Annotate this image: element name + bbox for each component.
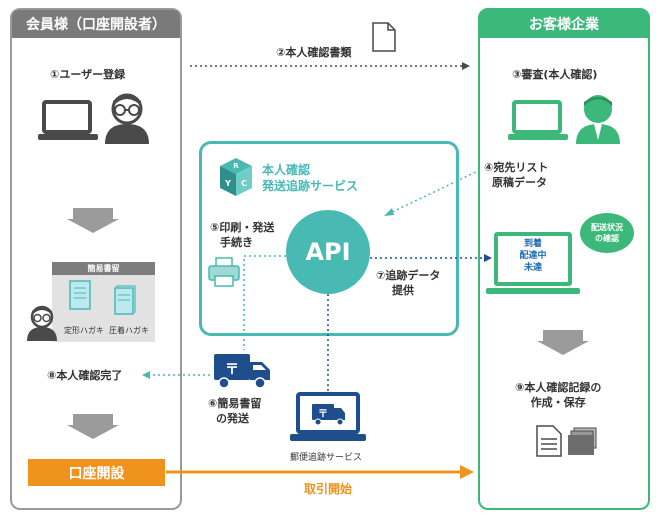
logo-letter-y: Y bbox=[224, 179, 231, 188]
account-opening-button[interactable]: 口座開設 bbox=[28, 459, 165, 486]
step7-line2: 提供 bbox=[392, 284, 414, 297]
step9-line2: 作成・保存 bbox=[530, 396, 586, 409]
bubble-line1: 配送状況 bbox=[591, 223, 623, 232]
logo-letter-c: C bbox=[241, 179, 247, 188]
step4-line1: ④宛先リスト bbox=[484, 161, 549, 174]
user-small-icon bbox=[27, 305, 57, 341]
step1-label: ①ユーザー登録 bbox=[50, 68, 126, 81]
monitor-base bbox=[486, 288, 580, 294]
step6-line2: の発送 bbox=[216, 412, 249, 425]
service-name-line2: 発送追跡サービス bbox=[262, 179, 359, 193]
monitor-status-undelivered: 未達 bbox=[523, 263, 542, 273]
step9-line1: ⑨本人確認記録の bbox=[515, 381, 602, 394]
company-panel: お客様企業 bbox=[478, 8, 650, 510]
record-document-icon bbox=[536, 425, 562, 457]
user-with-glasses-icon bbox=[105, 93, 149, 144]
step2-label: ②本人確認書類 bbox=[276, 46, 352, 59]
step7-label: ⑦追跡データ 提供 bbox=[376, 268, 440, 298]
svg-text:〒: 〒 bbox=[225, 362, 239, 378]
sealed-postcard-icon bbox=[114, 285, 136, 315]
monitor-status-arrived: 到着 bbox=[523, 239, 542, 249]
postcard-a-label: 定形ハガキ bbox=[64, 326, 104, 335]
folder-files-icon bbox=[568, 427, 597, 455]
step5-line1: ⑤印刷・発送 bbox=[210, 221, 275, 234]
step8-label: ⑧本人確認完了 bbox=[47, 369, 123, 382]
step4-label: ④宛先リスト 原稿データ bbox=[484, 160, 548, 190]
step5-label: ⑤印刷・発送 手続き bbox=[210, 220, 274, 250]
document-icon bbox=[372, 22, 396, 52]
company-laptop-icon bbox=[508, 100, 568, 140]
down-arrow-left-2 bbox=[67, 414, 119, 440]
api-circle: API bbox=[286, 210, 370, 294]
postcard-icon bbox=[69, 280, 91, 310]
down-arrow-right bbox=[537, 330, 589, 356]
printer-icon bbox=[208, 257, 240, 287]
laptop-icon bbox=[38, 100, 98, 140]
logo-letter-r: R bbox=[233, 162, 239, 170]
step6-label: ⑥簡易書留 の発送 bbox=[208, 396, 261, 426]
step7-line1: ⑦追跡データ bbox=[376, 269, 441, 282]
down-arrow-left-1 bbox=[67, 208, 119, 234]
service-name-line1: 本人確認 bbox=[262, 163, 311, 177]
registered-mail-card: 簡易書留 bbox=[52, 262, 155, 342]
transaction-start-label: 取引開始 bbox=[304, 482, 353, 496]
service-name: 本人確認 発送追跡サービス bbox=[262, 162, 358, 194]
step5-line2: 手続き bbox=[220, 236, 253, 249]
delivery-truck-icon: 〒 bbox=[214, 354, 270, 389]
registered-mail-title: 簡易書留 bbox=[52, 262, 155, 275]
member-panel: 会員様（口座開設者） bbox=[10, 8, 182, 510]
service-logo-icon: R Y C bbox=[220, 158, 252, 196]
service-box bbox=[199, 141, 459, 336]
company-panel-title: お客様企業 bbox=[480, 10, 648, 38]
businessman-icon bbox=[576, 95, 620, 144]
postcard-b-label: 圧着ハガキ bbox=[109, 326, 149, 335]
member-panel-title: 会員様（口座開設者） bbox=[12, 10, 180, 38]
delivery-status-bubble: 配送状況 の確認 bbox=[580, 213, 634, 253]
monitor-status-delivering: 配達中 bbox=[519, 251, 547, 261]
postal-laptop-icon: 〒 bbox=[290, 392, 366, 441]
step3-label: ③審査(本人確認) bbox=[512, 68, 598, 81]
tracking-monitor: 到着 配達中 未達 bbox=[494, 232, 572, 286]
svg-text:〒: 〒 bbox=[318, 408, 328, 420]
step4-line2: 原稿データ bbox=[492, 176, 547, 189]
postal-service-label: 郵便追跡サービス bbox=[290, 453, 363, 463]
bubble-line2: の確認 bbox=[595, 234, 619, 243]
step6-line1: ⑥簡易書留 bbox=[208, 397, 262, 410]
step9-label: ⑨本人確認記録の 作成・保存 bbox=[515, 380, 601, 410]
